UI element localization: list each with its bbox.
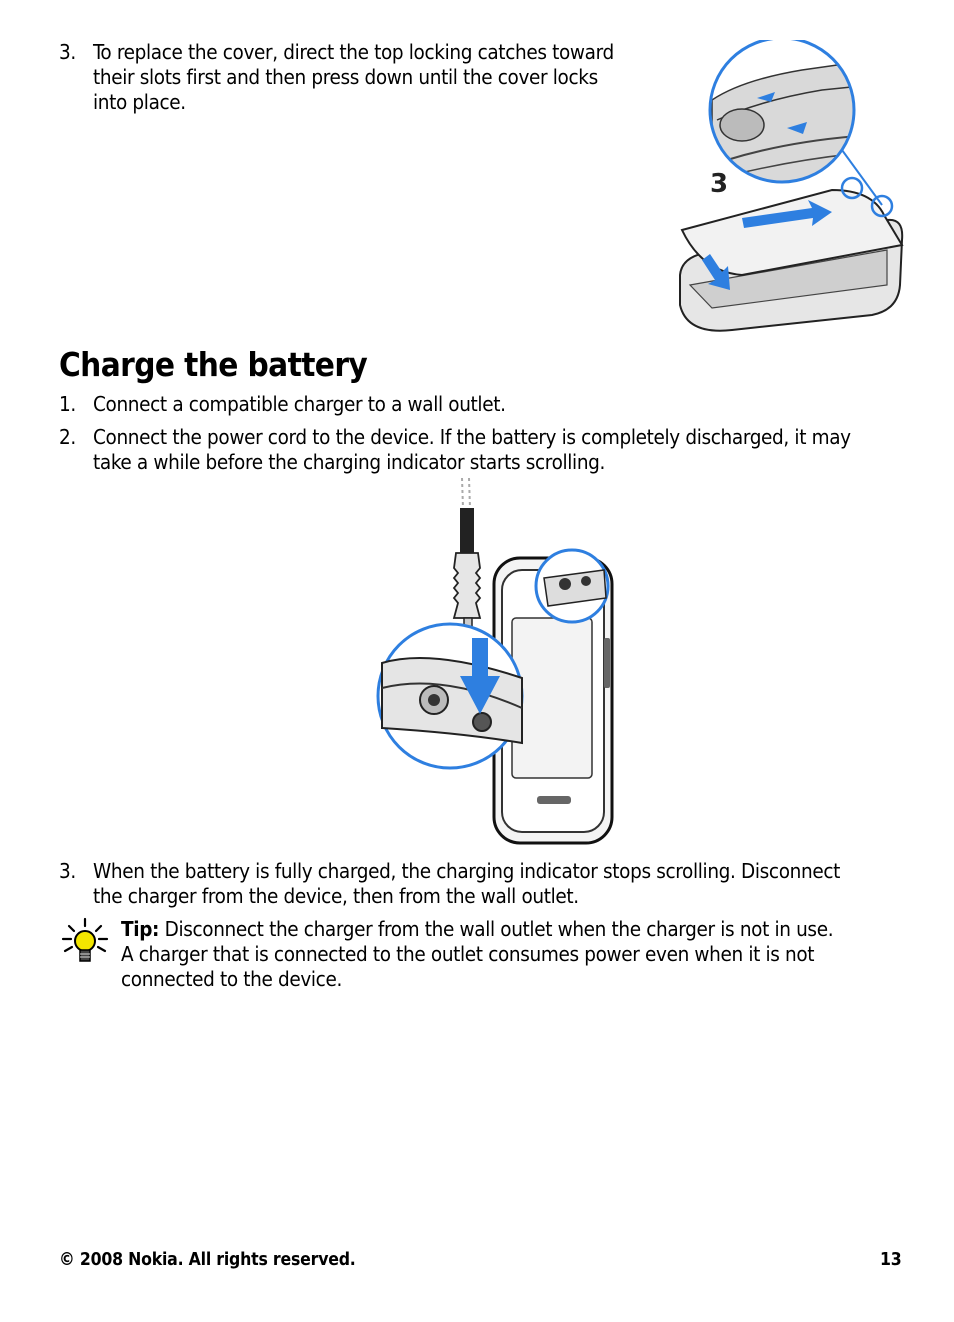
instruction-text: Connect the power cord to the device. If… [93, 425, 851, 475]
tip-lightbulb-icon [61, 917, 109, 962]
tip-text-span: Disconnect the charger from the wall out… [159, 917, 834, 941]
tip-label: Tip: [121, 917, 160, 941]
copyright-notice: © 2008 Nokia. All rights reserved. [59, 1250, 356, 1270]
list-number: 3. [59, 859, 76, 883]
illustration-step-label: 3 [710, 169, 728, 199]
page-number: 13 [880, 1250, 902, 1270]
text-line: When the battery is fully charged, the c… [93, 859, 840, 883]
text-line: take a while before the charging indicat… [93, 450, 606, 474]
cover-replacement-illustration: 3 [679, 40, 904, 332]
instruction-text: To replace the cover, direct the top loc… [93, 40, 614, 115]
text-line: Connect a compatible charger to a wall o… [93, 392, 506, 416]
section-title: Charge the battery [59, 345, 368, 384]
list-number: 3. [59, 40, 76, 64]
text-line: A charger that is connected to the outle… [121, 942, 815, 966]
instruction-text: Connect a compatible charger to a wall o… [93, 392, 506, 417]
list-number: 1. [59, 392, 76, 416]
charging-illustration [376, 478, 614, 845]
text-line: into place. [93, 90, 186, 114]
text-line: To replace the cover, direct the top loc… [93, 40, 614, 64]
text-line: Connect the power cord to the device. If… [93, 425, 851, 449]
instruction-text: When the battery is fully charged, the c… [93, 859, 840, 909]
text-line: Tip: Disconnect the charger from the wal… [121, 917, 834, 942]
list-number: 2. [59, 425, 76, 449]
text-line: the charger from the device, then from t… [93, 884, 579, 908]
text-line: connected to the device. [121, 967, 342, 991]
text-line: their slots first and then press down un… [93, 65, 598, 89]
tip-text: Tip: Disconnect the charger from the wal… [121, 917, 834, 992]
